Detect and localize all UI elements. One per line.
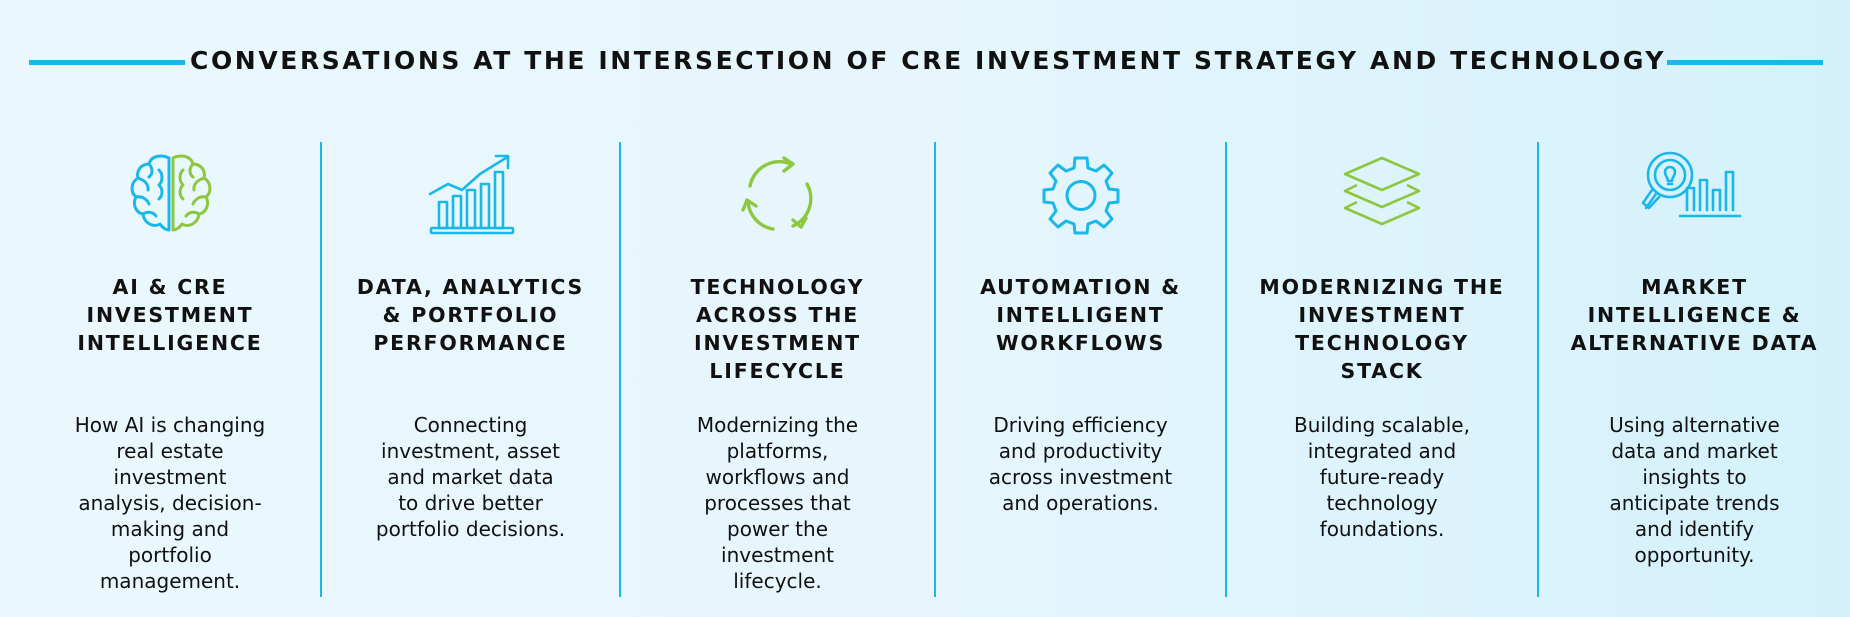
- column-divider: [1225, 142, 1227, 597]
- column-divider: [619, 142, 621, 597]
- topic-automation: AUTOMATION & INTELLIGENT WORKFLOWS Drivi…: [936, 140, 1225, 595]
- topics-row: AI & CRE INVESTMENT INTELLIGENCE How AI …: [0, 140, 1850, 595]
- topic-title: MARKET INTELLIGENCE & ALTERNATIVE DATA: [1570, 275, 1819, 355]
- column-divider: [320, 142, 322, 597]
- cycle-arrows-icon: [733, 150, 823, 240]
- topic-investment-stack: MODERNIZING THE INVESTMENT TECHNOLOGY ST…: [1227, 140, 1537, 595]
- topic-description: Modernizing the platforms, workflows and…: [696, 413, 859, 593]
- topic-title: MODERNIZING THE INVESTMENT TECHNOLOGY ST…: [1259, 275, 1505, 383]
- topic-title: AI & CRE INVESTMENT INTELLIGENCE: [77, 275, 263, 355]
- topic-title: AUTOMATION & INTELLIGENT WORKFLOWS: [980, 275, 1181, 355]
- page-title: CONVERSATIONS AT THE INTERSECTION OF CRE…: [190, 46, 1667, 75]
- gear-icon: [1036, 150, 1126, 240]
- layers-icon: [1337, 150, 1427, 240]
- header-rule-right: [1667, 60, 1823, 65]
- topic-title: TECHNOLOGY ACROSS THE INVESTMENT LIFECYC…: [690, 275, 865, 383]
- header-rule-left: [29, 60, 185, 65]
- topic-description: Driving efficiency and productivity acro…: [988, 413, 1173, 515]
- brain-icon: [125, 150, 215, 240]
- topic-description: Building scalable, integrated and future…: [1294, 413, 1470, 541]
- topic-technology-lifecycle: TECHNOLOGY ACROSS THE INVESTMENT LIFECYC…: [621, 140, 934, 595]
- topic-description: How AI is changing real estate investmen…: [74, 413, 266, 593]
- topic-data-analytics: DATA, ANALYTICS & PORTFOLIO PERFORMANCE …: [322, 140, 619, 595]
- topic-title: DATA, ANALYTICS & PORTFOLIO PERFORMANCE: [356, 275, 585, 355]
- topic-description: Using alternative data and market insigh…: [1609, 413, 1780, 567]
- column-divider: [934, 142, 936, 597]
- topic-market-intelligence: MARKET INTELLIGENCE & ALTERNATIVE DATA U…: [1539, 140, 1850, 595]
- column-divider: [1537, 142, 1539, 597]
- section-header: CONVERSATIONS AT THE INTERSECTION OF CRE…: [0, 38, 1850, 86]
- market-insight-icon: [1640, 150, 1750, 240]
- growth-chart-icon: [426, 150, 516, 240]
- topic-ai-cre: AI & CRE INVESTMENT INTELLIGENCE How AI …: [20, 140, 320, 595]
- topic-description: Connecting investment, asset and market …: [375, 413, 566, 541]
